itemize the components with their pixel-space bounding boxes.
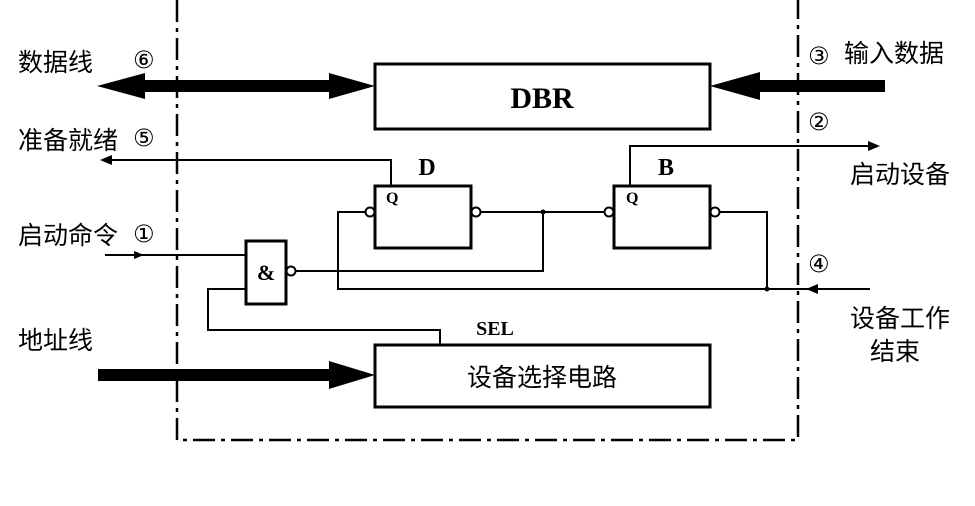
start-device-number: ② bbox=[808, 108, 830, 136]
address-bus-arrow bbox=[98, 361, 375, 389]
b-flipflop-q: Q bbox=[626, 190, 638, 207]
device-select-circuit bbox=[373, 343, 712, 409]
ready-signal-arrowhead bbox=[100, 155, 112, 165]
sel-label: SEL bbox=[476, 318, 514, 340]
data-bus-arrow bbox=[97, 73, 375, 99]
start-command-label: 启动命令 bbox=[18, 221, 118, 250]
start-command-arrowhead bbox=[134, 251, 144, 259]
junction-dot-b bbox=[764, 286, 770, 292]
start-device-label: 启动设备 bbox=[850, 160, 950, 189]
d-qbar-bubble bbox=[470, 206, 482, 218]
ready-number: ⑤ bbox=[133, 124, 155, 152]
and-gate-label: & bbox=[257, 260, 275, 285]
device-done-arrowhead bbox=[806, 284, 818, 294]
device-done-label-line2: 结束 bbox=[870, 337, 920, 366]
input-data-bus-arrow bbox=[710, 72, 885, 100]
ready-label: 准备就绪 bbox=[18, 126, 118, 155]
input-data-number: ③ bbox=[808, 42, 830, 70]
start-command-number: ① bbox=[133, 220, 155, 248]
and-output-wire bbox=[296, 212, 544, 272]
address-line-label: 地址线 bbox=[18, 326, 93, 355]
data-line-number: ⑥ bbox=[133, 46, 155, 74]
data-line-label: 数据线 bbox=[18, 48, 93, 77]
sel-wire bbox=[207, 288, 441, 345]
interface-boundary bbox=[175, 0, 800, 442]
d-clear-bubble bbox=[364, 206, 376, 218]
start-device-wire bbox=[629, 145, 870, 186]
device-done-label-line1: 设备工作 bbox=[850, 304, 950, 333]
b-qbar-wire bbox=[720, 211, 768, 289]
b-set-bubble bbox=[603, 206, 615, 218]
b-qbar-bubble bbox=[709, 206, 721, 218]
b-flipflop-label: B bbox=[658, 155, 674, 181]
device-select-label: 设备选择电路 bbox=[467, 363, 617, 392]
device-done-number: ④ bbox=[808, 250, 830, 278]
d-flipflop-label: D bbox=[418, 155, 435, 181]
device-done-wire bbox=[337, 211, 870, 290]
input-data-label: 输入数据 bbox=[844, 39, 944, 68]
dbr-label: DBR bbox=[510, 82, 574, 115]
start-device-arrowhead bbox=[868, 141, 880, 151]
d-flipflop-q: Q bbox=[386, 190, 398, 207]
dbr-register bbox=[373, 62, 712, 131]
junction-dot bbox=[540, 209, 546, 215]
b-flipflop bbox=[612, 184, 712, 250]
ready-signal-wire bbox=[108, 159, 392, 186]
d-flipflop bbox=[373, 184, 473, 250]
and-gate-bubble bbox=[285, 265, 297, 277]
